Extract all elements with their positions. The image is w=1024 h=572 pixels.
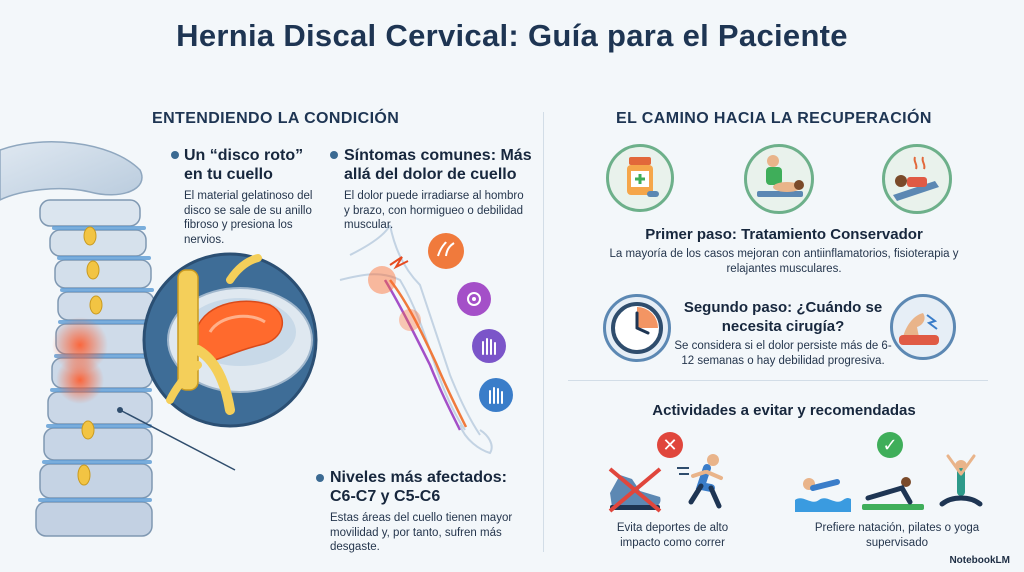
symptoms-text: El dolor puede irradiarse al hombro y br… — [344, 190, 524, 231]
bullet-dot — [330, 151, 338, 159]
symptoms-heading: Síntomas comunes: Más allá del dolor de … — [344, 147, 532, 183]
pilates-icon — [862, 477, 924, 510]
activities-title: Actividades a evitar y recomendadas — [652, 402, 916, 419]
pain-radiating-icon — [428, 233, 464, 269]
recommend-check-icon: ✓ — [877, 432, 903, 458]
avoid-text: Evita deportes de alto impacto como corr… — [616, 522, 729, 549]
herniated-disc-closeup — [142, 252, 318, 428]
clock-icon — [603, 294, 671, 362]
levels-text: Estas áreas del cuello tienen mayor movi… — [330, 512, 513, 553]
runner-icon — [677, 454, 723, 509]
hand-numbness-icon — [472, 329, 506, 363]
activities-block: Actividades a evitar y recomendadas — [594, 401, 974, 420]
yoga-icon — [939, 454, 983, 507]
step1-text: La mayoría de los casos mejoran con anti… — [609, 248, 959, 275]
brand-logo: NotebookLM — [949, 555, 1010, 566]
physiotherapy-icon — [744, 144, 814, 214]
tingling-icon — [457, 282, 491, 316]
levels-heading: Niveles más afectados: C6-C7 y C5-C6 — [330, 469, 507, 505]
arm-weakness-icon — [890, 294, 956, 360]
swimming-icon — [795, 478, 851, 512]
medicine-bottle-icon — [606, 144, 674, 212]
disc-text: El material gelatinoso del disco se sale… — [184, 190, 313, 246]
running-shoe-crossed-icon — [608, 467, 662, 513]
avoid-x-icon: ✕ — [657, 432, 683, 458]
right-section-title: EL CAMINO HACIA LA RECUPERACIÓN — [616, 110, 932, 127]
disc-heading: Un “disco roto” en tu cuello — [184, 147, 304, 183]
levels-bullet: Niveles más afectados: C6-C7 y C5-C6 Est… — [330, 468, 530, 555]
muscle-weakness-hand-icon — [479, 378, 513, 412]
section-divider — [568, 380, 988, 381]
spine-illustration — [0, 141, 236, 537]
bullet-dot — [171, 151, 179, 159]
column-divider — [543, 112, 544, 552]
step1-title: Primer paso: Tratamiento Conservador — [645, 226, 923, 243]
body-pain-illustration — [339, 225, 493, 455]
page-title: Hernia Discal Cervical: Guía para el Pac… — [176, 18, 848, 53]
left-section-title: ENTENDIENDO LA CONDICIÓN — [152, 110, 400, 127]
step2-text: Se considera si el dolor persiste más de… — [674, 340, 892, 367]
step2-block: Segundo paso: ¿Cuándo se necesita cirugí… — [668, 298, 898, 369]
bullet-dot — [316, 474, 324, 482]
recommend-text: Prefiere natación, pilates o yoga superv… — [814, 522, 980, 549]
disc-bullet: Un “disco roto” en tu cuello El material… — [184, 146, 324, 247]
step2-title: Segundo paso: ¿Cuándo se necesita cirugí… — [683, 299, 883, 335]
symptoms-bullet: Síntomas comunes: Más allá del dolor de … — [344, 146, 532, 233]
step1-block: Primer paso: Tratamiento Conservador La … — [594, 225, 974, 277]
heat-therapy-icon — [882, 144, 952, 214]
